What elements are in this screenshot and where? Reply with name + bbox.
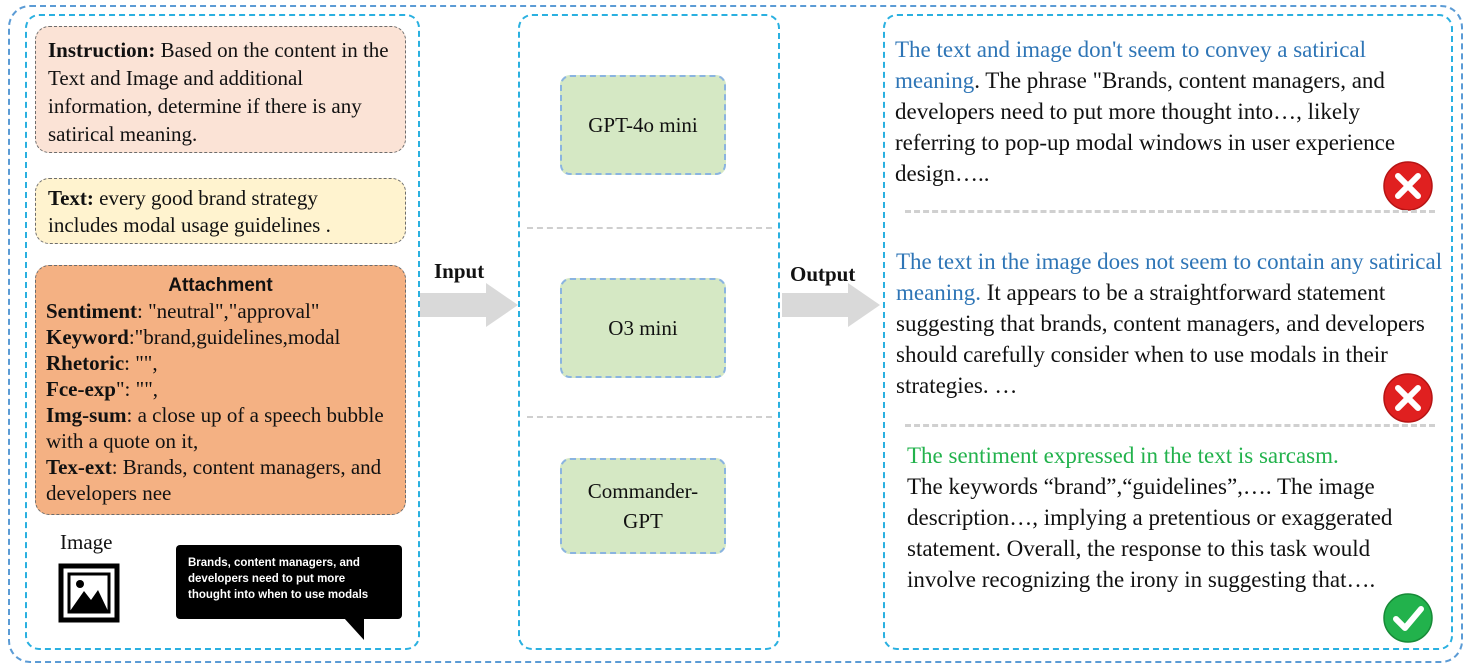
attachment-key: Keyword [46,325,129,349]
instruction-box: Instruction: Based on the content in the… [35,26,406,153]
outer-frame [8,5,1463,663]
image-label: Image [60,530,113,554]
model-commander-gpt: Commander-GPT [560,458,726,554]
response-gpt-4o-mini: The text and image don't seem to convey … [895,34,1440,189]
attachment-line-tex-ext: Tex-ext: Brands, content managers, and d… [46,454,395,506]
instruction-text: Based on the content in the Text and Ima… [48,38,389,146]
attachment-line-rhetoric: Rhetoric: "", [46,350,395,376]
instruction-label: Instruction: [48,38,156,62]
check-circle-icon [1383,593,1433,643]
cross-circle-icon [1383,161,1433,211]
response-body: It appears to be a straightforward state… [896,280,1425,398]
attachment-value: : Brands, content managers, and develope… [46,455,382,505]
attachment-key: Rhetoric [46,351,125,375]
picture-icon [58,563,120,623]
response-body: The keywords “brand”,“guidelines”,…. The… [907,474,1393,592]
input-panel [25,14,420,650]
attachment-value: : a close up of a speech bubble with a q… [46,403,384,453]
cross-circle-icon [1383,373,1433,423]
input-arrow-icon [420,283,518,327]
attachment-value: :"brand,guidelines,modal [128,325,341,349]
speech-bubble-image: Brands, content managers, and developers… [176,545,402,619]
response-divider [905,210,1435,213]
model-gpt-4o-mini: GPT-4o mini [560,75,726,175]
response-commander-gpt: The sentiment expressed in the text is s… [907,440,1427,595]
output-panel [883,14,1453,650]
response-divider [905,424,1435,427]
response-highlight: The text and image don't seem to convey … [895,37,1367,93]
attachment-title: Attachment [168,275,273,296]
input-label: Input [434,259,485,283]
attachment-value: ": "", [115,377,159,401]
attachment-line-img-sum: Img-sum: a close up of a speech bubble w… [46,402,395,454]
model-divider [527,416,772,418]
attachment-key: Sentiment [46,299,137,323]
attachment-value: : "neutral","approval" [137,299,320,323]
response-o3-mini: The text in the image does not seem to c… [896,246,1444,401]
attachment-value: : "", [124,351,158,375]
model-o3-mini: O3 mini [560,278,726,378]
model-divider [527,227,772,229]
attachment-line-fce-exp: Fce-exp": "", [46,376,395,402]
attachment-key: Fce-exp [46,377,116,401]
output-label: Output [790,262,856,286]
attachment-key: Tex-ext [46,455,112,479]
response-highlight: The sentiment expressed in the text is s… [907,443,1339,468]
attachment-line-keyword: Keyword:"brand,guidelines,modal [46,324,395,350]
response-highlight: The text in the image does not seem to c… [896,249,1443,305]
attachment-box: Attachment Sentiment: "neutral","approva… [35,265,406,515]
attachment-line-sentiment: Sentiment: "neutral","approval" [46,298,395,324]
speech-bubble-tail [344,618,364,640]
models-panel [518,14,780,650]
text-content: every good brand strategy includes modal… [48,186,331,237]
text-box: Text: every good brand strategy includes… [35,178,406,244]
response-body: . The phrase "Brands, content managers, … [895,68,1396,186]
text-label: Text: [48,186,94,210]
attachment-key: Img-sum [46,403,127,427]
output-arrow-icon [782,283,880,327]
